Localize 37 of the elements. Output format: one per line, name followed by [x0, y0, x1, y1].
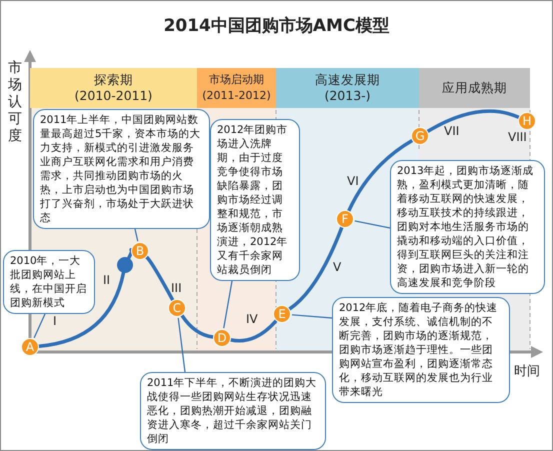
callout-bubble: 2013年起，团购市场逐渐成熟，盈利模式更加清晰，随着移动互联网的快速发展，移动互联技术的持续跟进，团购对本地生活服务市场的撬动和移动端的入口价值，得到互联网巨头的关注和注资，团购市场进入新一轮的高速发展和竞争阶段: [390, 160, 545, 294]
leader-line: [223, 280, 233, 328]
segment-number: VI: [347, 174, 359, 188]
callout-bubble: 2011年上半年，中国团购网站数量最高超过5千家，资本市场的大力支持，新模式的引进激发服务业商户互联网化需求和用户消费需求，共同推动团购市场的火热，上市启动也为中国团购市场打了兴奋剂，市场处于大跃进状态: [33, 109, 210, 229]
curve-segment: [229, 319, 278, 343]
leader-line: [178, 318, 186, 372]
segment-number: IV: [246, 312, 258, 326]
title: 2014中国团购市场AMC模型: [162, 15, 390, 38]
curve-segment: [347, 138, 414, 213]
segment-number: I: [53, 314, 57, 328]
callout-bubble: 2011年下半年，不断演进的团购大战使得一些团购网站生存状况迅速恶化，团购热潮开始减退，团购融资进入寒冬，超过千余家网站关门倒闭: [140, 372, 326, 450]
curve-segment: [288, 226, 344, 311]
leader-line: [292, 314, 332, 319]
curve-segment: [426, 109, 521, 134]
phase-header: 市场启动期 (2011-2012): [197, 68, 276, 108]
axis-label: 时间: [514, 363, 540, 380]
leader-line: [34, 314, 46, 338]
point-marker: H: [518, 112, 536, 130]
curve-segment: [127, 248, 134, 260]
segment-number: VII: [444, 124, 460, 138]
segment-number: V: [333, 260, 342, 274]
point-marker: A: [21, 338, 39, 356]
segment-number: VIII: [508, 130, 527, 144]
phase-header: 探索期 (2010-2011): [30, 68, 197, 108]
leader-line: [134, 228, 138, 242]
phase-header: 应用成熟期: [419, 68, 530, 108]
curve-segment: [180, 314, 215, 339]
segment-number: III: [171, 281, 182, 295]
phase-header: 高速发展期 (2013-): [276, 68, 419, 108]
curve-segment: [144, 255, 174, 302]
curve-segment: [37, 271, 126, 348]
segment-number: II: [103, 273, 110, 287]
axis-label: 市场认可度: [8, 60, 23, 145]
callout-bubble: 2012年底，随着电子商务的快速发展，支付系统、诚信机制的不断完善，团购市场的逐渐规范，团购市场逐渐趋于理性。一些团购网站宣布盈利，团购逐渐常态化，移动互联网的发展也为行业带来曙光: [332, 297, 510, 403]
callout-bubble: 2012年团购市场进入洗牌期，由于过度竞争使得市场缺陷暴露，团购市场经过调整和规范，市场逐渐朝成熟演进，2012年又有千余家网站裁员倒闭: [210, 119, 300, 281]
leader-line: [354, 220, 390, 229]
callout-bubble: 2010年，一大批团购网站上线，在中国开启团购新模式: [3, 250, 95, 314]
